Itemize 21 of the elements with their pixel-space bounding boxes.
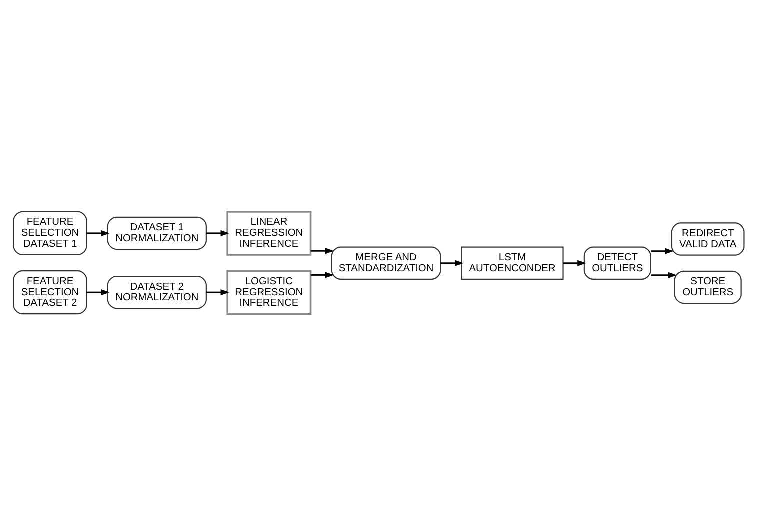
- node-box: LINEAR REGRESSION INFERENCE: [226, 210, 312, 256]
- arrow: [206, 288, 230, 296]
- arrow: [310, 272, 334, 278]
- node-box: FEATURE SELECTION DATASET 1: [13, 210, 88, 256]
- node-box: LSTM AUTOENCONDER: [461, 246, 564, 280]
- arrow: [440, 260, 464, 266]
- node-box: DATASET 2 NORMALIZATION: [107, 275, 207, 309]
- arrow: [206, 230, 230, 236]
- node-box: FEATURE SELECTION DATASET 2: [13, 270, 88, 314]
- arrow: [310, 248, 334, 254]
- node-box: DATASET 1 NORMALIZATION: [107, 216, 207, 250]
- arrow: [86, 230, 110, 236]
- arrow: [86, 288, 110, 296]
- arrow: [651, 272, 678, 278]
- node-box: REDIRECT VALID DATA: [671, 222, 745, 256]
- node-box: DETECT OUTLIERS: [584, 246, 652, 280]
- node-box: STORE OUTLIERS: [674, 270, 742, 304]
- arrow: [564, 260, 586, 266]
- arrow: [651, 248, 674, 254]
- node-box: LOGISTIC REGRESSION INFERENCE: [226, 270, 312, 314]
- node-box: MERGE AND STANDARDIZATION: [331, 246, 442, 280]
